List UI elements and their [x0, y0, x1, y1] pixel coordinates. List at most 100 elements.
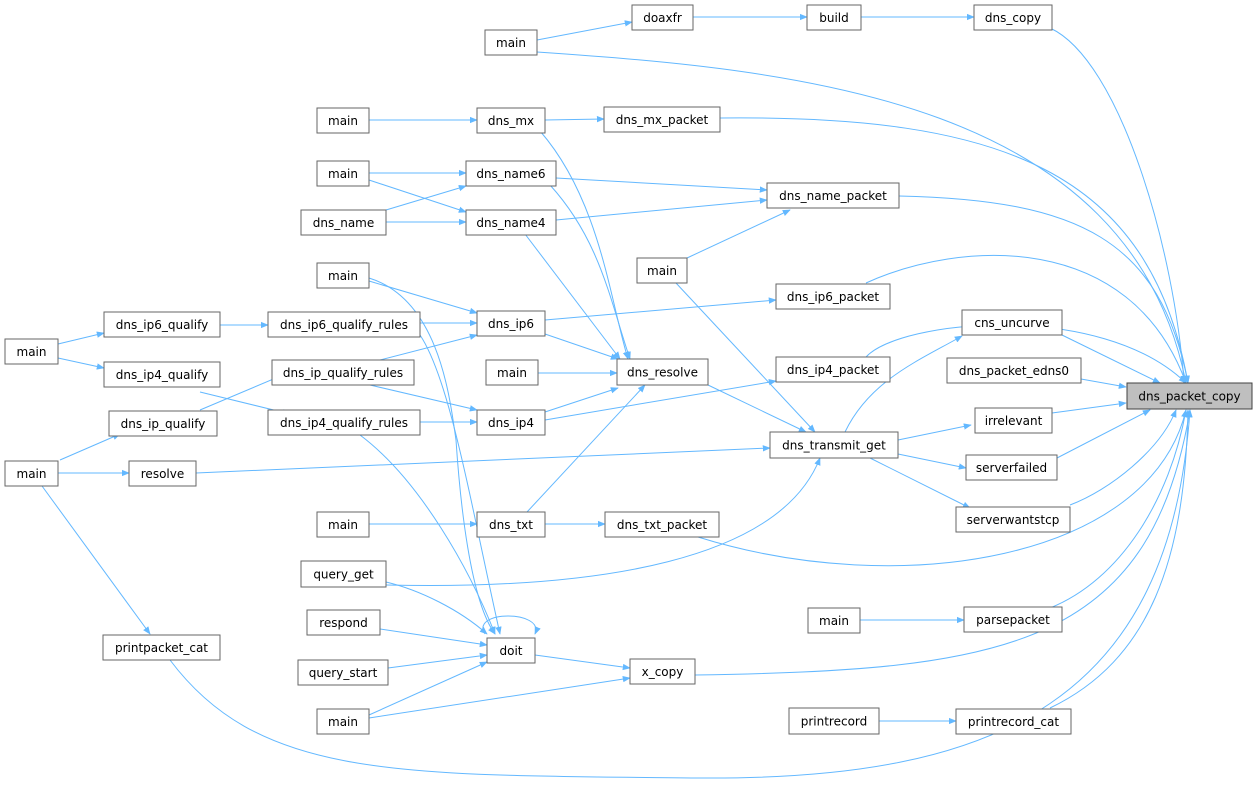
graph-node-dns-ip6[interactable]: dns_ip6	[476, 310, 546, 337]
edge	[1049, 409, 1188, 609]
graph-node-main-ip6[interactable]: main	[316, 262, 370, 289]
node-box	[955, 506, 1071, 533]
graph-node-dns-packet-edns0[interactable]: dns_packet_edns0	[946, 357, 1082, 384]
node-label: dns_ip6	[488, 317, 534, 331]
node-label: dns_packet_edns0	[959, 364, 1069, 378]
node-label: x_copy	[642, 665, 684, 679]
node-box	[476, 511, 546, 538]
graph-node-dns-ip-qualify-rules[interactable]: dns_ip_qualify_rules	[271, 359, 415, 386]
graph-node-main-top[interactable]: main	[484, 29, 538, 56]
node-label: dns_ip4_qualify_rules	[280, 416, 408, 430]
edges	[41, 13, 1193, 779]
graph-node-main-left[interactable]: main	[4, 338, 59, 365]
node-box	[806, 4, 862, 31]
graph-node-dns-ip-qualify[interactable]: dns_ip_qualify	[108, 410, 218, 437]
graph-node-printpacket-cat[interactable]: printpacket_cat	[102, 634, 221, 661]
node-label: doaxfr	[643, 11, 682, 25]
edge	[544, 387, 619, 413]
edge	[719, 117, 1190, 384]
node-box	[636, 257, 688, 284]
graph-node-serverfailed[interactable]: serverfailed	[965, 454, 1058, 481]
node-label: dns_name6	[476, 167, 545, 181]
graph-node-query-start[interactable]: query_start	[297, 659, 389, 686]
graph-node-cns-uncurve[interactable]: cns_uncurve	[961, 309, 1063, 336]
graph-node-dns-name[interactable]: dns_name	[300, 209, 387, 236]
graph-node-dns-mx-packet[interactable]: dns_mx_packet	[603, 106, 721, 133]
graph-node-dns-ip4-qualify-rules[interactable]: dns_ip4_qualify_rules	[267, 409, 421, 436]
node-label: dns_ip_qualify	[121, 417, 206, 431]
edge	[59, 433, 121, 461]
edge	[385, 581, 488, 635]
graph-node-resolve[interactable]: resolve	[128, 460, 197, 487]
edge	[707, 384, 807, 433]
graph-node-dns-name4[interactable]: dns_name4	[465, 209, 557, 236]
node-label: dns_ip_qualify_rules	[283, 366, 403, 380]
node-label: dns_ip4	[488, 416, 534, 430]
graph-node-dns-ip6-qualify[interactable]: dns_ip6_qualify	[103, 311, 221, 338]
node-box	[604, 511, 720, 538]
edge	[368, 675, 631, 719]
graph-node-dns-ip6-qualify-rules[interactable]: dns_ip6_qualify_rules	[267, 311, 421, 338]
graph-node-main-txt[interactable]: main	[316, 511, 370, 538]
node-label: main	[17, 345, 47, 359]
edge	[865, 254, 1187, 384]
edge	[1069, 409, 1177, 506]
node-box	[775, 356, 891, 383]
graph-node-main-resolve[interactable]: main	[485, 359, 539, 386]
edge	[897, 453, 967, 470]
node-label: dns_packet_copy	[1138, 390, 1240, 404]
graph-node-dns-name6[interactable]: dns_name6	[465, 160, 557, 187]
graph-node-focus[interactable]: dns_packet_copy	[1126, 382, 1253, 410]
node-label: dns_txt_packet	[617, 518, 707, 532]
edge	[539, 130, 629, 360]
graph-node-main-mx[interactable]: main	[316, 107, 370, 134]
edge	[1049, 27, 1187, 384]
graph-node-main-parse[interactable]: main	[807, 607, 861, 634]
graph-node-dns-txt-packet[interactable]: dns_txt_packet	[604, 511, 720, 538]
graph-node-printrecord[interactable]: printrecord	[788, 707, 880, 735]
graph-node-query-get[interactable]: query_get	[300, 560, 387, 588]
node-label: main	[328, 518, 358, 532]
edge	[482, 615, 541, 635]
graph-node-irrelevant[interactable]: irrelevant	[974, 407, 1053, 434]
graph-node-dns-ip4-packet[interactable]: dns_ip4_packet	[775, 356, 891, 383]
graph-node-dns-ip4-qualify[interactable]: dns_ip4_qualify	[103, 361, 221, 388]
graph-node-dns-name-packet[interactable]: dns_name_packet	[766, 182, 900, 209]
edge	[536, 20, 633, 41]
node-label: main	[496, 36, 526, 50]
graph-node-main-left2[interactable]: main	[4, 460, 59, 487]
node-box	[631, 4, 694, 31]
graph-node-doit[interactable]: doit	[486, 637, 536, 664]
graph-node-respond[interactable]: respond	[306, 609, 381, 636]
edge	[368, 179, 467, 213]
graph-node-dns-mx[interactable]: dns_mx	[476, 107, 546, 134]
node-label: serverwantstcp	[967, 513, 1060, 527]
edge	[675, 282, 816, 433]
graph-node-serverwantstcp[interactable]: serverwantstcp	[955, 506, 1071, 533]
node-label: serverfailed	[976, 461, 1047, 475]
graph-node-main-mid[interactable]: main	[636, 257, 688, 284]
graph-node-parsepacket[interactable]: parsepacket	[963, 606, 1063, 633]
graph-node-x-copy[interactable]: x_copy	[629, 658, 696, 685]
graph-node-dns-ip4[interactable]: dns_ip4	[476, 409, 546, 436]
node-box	[946, 357, 1082, 384]
graph-node-main-name[interactable]: main	[316, 160, 370, 187]
node-label: resolve	[141, 467, 184, 481]
graph-node-dns-resolve[interactable]: dns_resolve	[616, 358, 709, 386]
edge	[369, 384, 478, 412]
node-box	[485, 359, 539, 386]
node-label: parsepacket	[976, 613, 1050, 627]
node-box	[103, 361, 221, 388]
node-label: main	[328, 114, 358, 128]
graph-node-dns-transmit-get[interactable]: dns_transmit_get	[769, 431, 899, 459]
edge	[544, 115, 605, 123]
graph-node-dns-ip6-packet[interactable]: dns_ip6_packet	[775, 283, 891, 310]
graph-node-build[interactable]: build	[806, 4, 862, 31]
graph-node-printrecord-cat[interactable]: printrecord_cat	[955, 708, 1072, 735]
edge	[419, 334, 502, 635]
graph-node-dns-copy[interactable]: dns_copy	[973, 4, 1053, 31]
graph-node-doaxfr[interactable]: doaxfr	[631, 4, 694, 31]
graph-node-main-bottom[interactable]: main	[316, 708, 370, 735]
graph-node-dns-txt[interactable]: dns_txt	[476, 511, 546, 538]
